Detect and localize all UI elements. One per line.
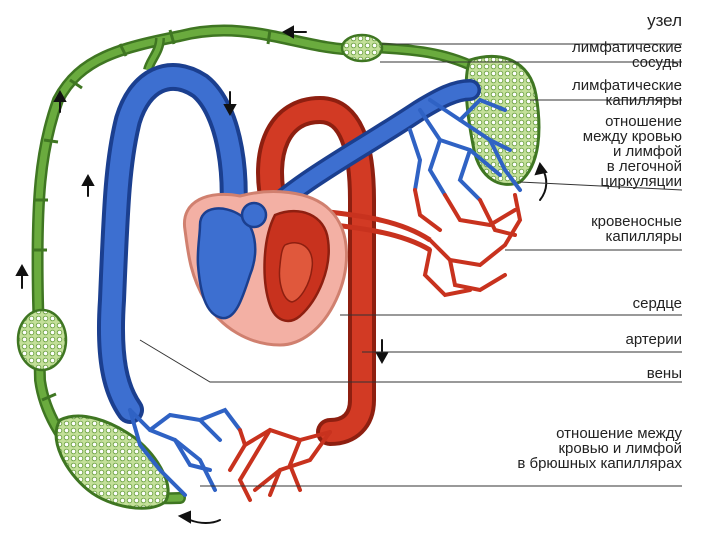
label-heart-line-1: сердце: [632, 295, 682, 312]
label-pulmonary-relation: отношение между кровью и лимфой в легочн…: [583, 114, 682, 189]
leader-lines: [139, 43, 683, 487]
label-veins: вены: [647, 366, 682, 381]
aorta: [256, 95, 376, 446]
label-pulmonary-relation-line-1: отношение: [605, 113, 682, 130]
label-lymph-capillaries-line-1: лимфатические: [572, 77, 682, 94]
label-pulmonary-relation-line-3: и лимфой: [612, 143, 682, 160]
label-arteries: артерии: [626, 332, 683, 347]
label-pulmonary-relation-line-2: между кровью: [582, 128, 682, 145]
right-atrium: [240, 201, 268, 229]
heart: [183, 190, 349, 347]
abdominal-blood-capillaries: [128, 407, 332, 502]
label-pulmonary-relation-line-4: в легочной: [606, 158, 682, 175]
label-abdominal-relation-line-2: кровью и лимфой: [558, 440, 682, 457]
label-node: узел: [647, 12, 682, 30]
label-heart: сердце: [633, 296, 682, 311]
label-abdominal-relation-line-3: в брюшных капиллярах: [517, 455, 682, 472]
label-lymph-vessels-line-1: лимфатические: [572, 39, 682, 56]
vena-cava: [96, 63, 248, 424]
label-node-line-1: узел: [647, 11, 682, 30]
label-lymph-vessels: лимфатические сосуды: [572, 40, 682, 70]
label-abdominal-relation-line-1: отношение между: [556, 425, 682, 442]
left-ventricle-chamber: [278, 242, 314, 303]
label-blood-capillaries: кровеносные капилляры: [591, 214, 682, 244]
label-blood-capillaries-line-2: капилляры: [605, 228, 683, 245]
label-veins-line-1: вены: [646, 365, 682, 382]
right-heart: [196, 207, 257, 320]
label-lymph-capillaries: лимфатические капилляры: [572, 78, 682, 108]
flow-arrow-icon: [15, 25, 548, 524]
lymph-node-top: [340, 33, 384, 63]
label-pulmonary-relation-line-5: циркуляции: [600, 173, 682, 190]
label-lymph-capillaries-line-2: капилляры: [605, 92, 683, 109]
pulmonary-blood-capillaries: [408, 97, 523, 298]
label-blood-capillaries-line-1: кровеносные: [591, 213, 682, 230]
abdominal-lymph-capillaries: [54, 414, 170, 510]
lymph-node-left: [16, 308, 68, 372]
label-arteries-line-1: артерии: [625, 331, 683, 348]
label-abdominal-relation: отношение между кровью и лимфой в брюшны…: [517, 426, 682, 471]
label-lymph-vessels-line-2: сосуды: [631, 54, 682, 71]
